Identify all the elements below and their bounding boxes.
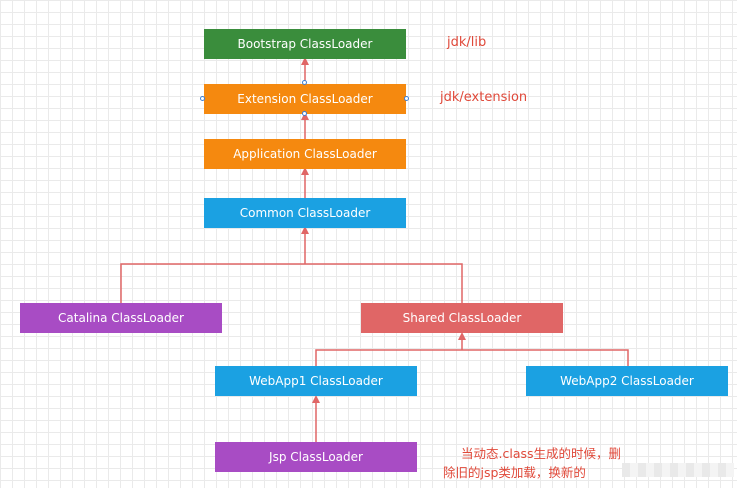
catalina-classloader-label: Catalina ClassLoader [58,311,184,325]
webapp1-classloader-node[interactable]: WebApp1 ClassLoader [215,366,417,396]
shared-classloader-label: Shared ClassLoader [402,311,522,325]
jdk-extension-annotation: jdk/extension [440,90,528,105]
selection-handle-top[interactable] [302,80,307,85]
bootstrap-classloader-label: Bootstrap ClassLoader [237,37,373,51]
shared-classloader-node[interactable]: Shared ClassLoader [361,303,563,333]
catalina-classloader-node[interactable]: Catalina ClassLoader [20,303,222,333]
webapp2-classloader-label: WebApp2 ClassLoader [560,374,694,388]
application-classloader-node[interactable]: Application ClassLoader [204,139,406,169]
common-classloader-node[interactable]: Common ClassLoader [204,198,406,228]
jsp-reload-note-line2: 除旧的jsp类加载，换新的 [443,465,586,480]
webapp2-classloader-node[interactable]: WebApp2 ClassLoader [526,366,728,396]
application-classloader-label: Application ClassLoader [233,147,377,161]
webapp1-classloader-label: WebApp1 ClassLoader [249,374,383,388]
jdk-lib-annotation: jdk/lib [447,35,487,50]
jsp-reload-note: 当动态.class生成的时候，删 除旧的jsp类加载，换新的 [443,444,633,482]
bootstrap-classloader-node[interactable]: Bootstrap ClassLoader [204,29,406,59]
selection-handle-bottom[interactable] [302,111,307,116]
watermark-blur [622,463,734,477]
jsp-classloader-label: Jsp ClassLoader [269,450,363,464]
jsp-classloader-node[interactable]: Jsp ClassLoader [215,442,417,472]
extension-classloader-node[interactable]: Extension ClassLoader [204,84,406,114]
branch-webapp1-webapp2 [315,349,629,366]
extension-classloader-label: Extension ClassLoader [237,92,373,106]
selection-handle-left[interactable] [200,96,205,101]
selection-handle-right[interactable] [404,96,409,101]
branch-catalina-shared [120,263,463,303]
jsp-reload-note-line1: 当动态.class生成的时候，删 [461,446,622,461]
common-classloader-label: Common ClassLoader [239,206,371,220]
